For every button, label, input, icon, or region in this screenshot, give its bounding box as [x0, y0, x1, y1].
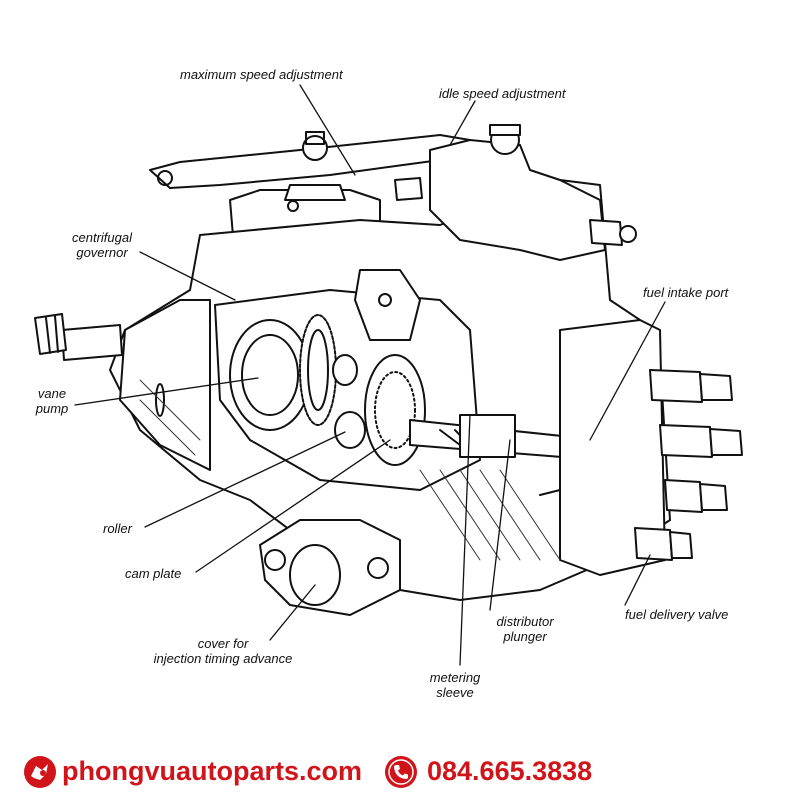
label-fuel-delivery-valve: fuel delivery valve	[625, 607, 729, 622]
phone-icon	[385, 756, 417, 788]
label-cam-plate: cam plate	[125, 566, 182, 581]
footer: phongvuautoparts.com 084.665.3838	[0, 742, 800, 800]
phone-number-text[interactable]: 084.665.3838	[427, 756, 593, 786]
logo-icon	[24, 756, 56, 788]
label-maximum-speed-adjustment: maximum speed adjustment	[180, 67, 343, 82]
label-roller: roller	[103, 521, 132, 536]
label-idle-speed-adjustment: idle speed adjustment	[439, 86, 566, 101]
leader-lines	[74, 84, 666, 666]
website-text[interactable]: phongvuautoparts.com	[62, 756, 363, 786]
label-fuel-intake-port: fuel intake port	[643, 285, 729, 300]
